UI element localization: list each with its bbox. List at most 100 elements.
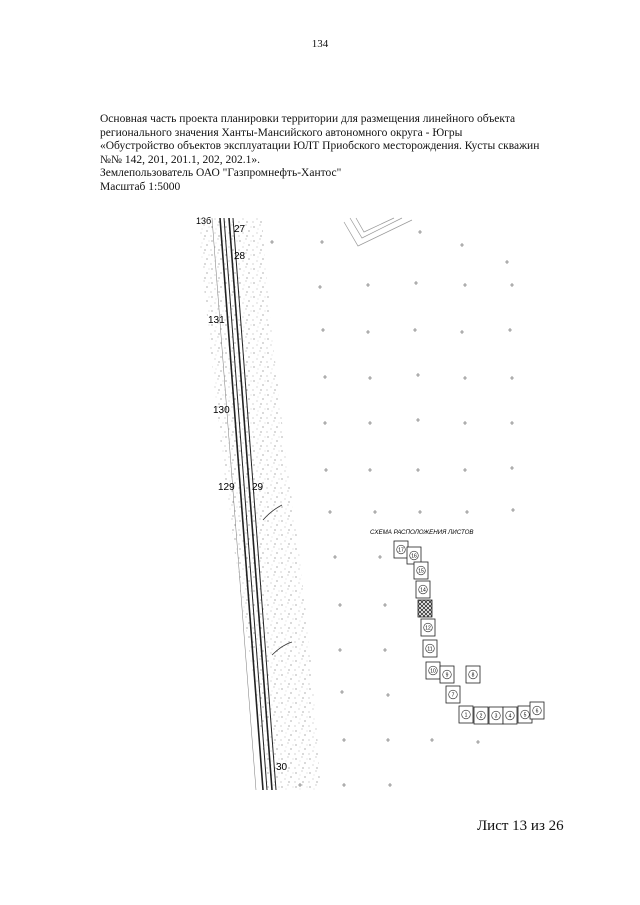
grid-cross <box>508 328 512 332</box>
sheet-number: 8 <box>472 673 475 679</box>
sheet-marker <box>476 710 486 721</box>
sheet-number: 17 <box>398 548 404 554</box>
grid-cross <box>333 555 337 559</box>
grid-cross <box>510 466 514 470</box>
grid-cross <box>460 243 464 247</box>
grid-cross <box>511 508 515 512</box>
sheet-number: 5 <box>524 713 527 719</box>
grid-cross <box>323 421 327 425</box>
grid-cross <box>386 693 390 697</box>
inset-title: СХЕМА РАСПОЛОЖЕНИЯ ЛИСТОВ <box>370 529 474 536</box>
grid-cross <box>298 783 302 787</box>
sheet-marker <box>448 689 458 700</box>
sheet-marker <box>468 669 478 680</box>
grid-cross <box>338 603 342 607</box>
header-line: «Обустройство объектов эксплуатации ЮЛТ … <box>100 140 540 153</box>
coordinate-grid <box>270 230 515 787</box>
grid-cross <box>323 375 327 379</box>
header-line: Землепользователь ОАО "Газпромнефть-Хант… <box>100 167 342 180</box>
sheet-marker <box>409 550 419 561</box>
grid-cross <box>342 738 346 742</box>
header-line: Основная часть проекта планировки террит… <box>100 113 516 125</box>
sheet-number: 3 <box>495 714 498 720</box>
sheet-marker <box>491 710 501 721</box>
sheet-marker <box>425 643 435 654</box>
picket-label: 129 <box>218 482 235 493</box>
grid-cross <box>383 603 387 607</box>
picket-label: 30 <box>276 762 288 773</box>
sheet-number: 4 <box>509 714 512 720</box>
grid-cross <box>324 468 328 472</box>
sheet-number: 16 <box>411 554 417 560</box>
sheet-number: 2 <box>480 714 483 720</box>
grid-cross <box>418 510 422 514</box>
grid-cross <box>366 283 370 287</box>
scale-label: Масштаб 1:5000 <box>100 180 181 193</box>
grid-cross <box>368 421 372 425</box>
corridor-lines <box>211 217 277 791</box>
grid-cross <box>465 510 469 514</box>
sheet-marker <box>442 669 452 680</box>
grid-cross <box>378 555 382 559</box>
sheet-number: 12 <box>425 626 431 632</box>
grid-cross <box>386 738 390 742</box>
document-header: Основная часть проекта планировки террит… <box>100 113 570 195</box>
grid-cross <box>430 738 434 742</box>
sheet-number: 15 <box>418 569 424 575</box>
sheet-marker <box>423 622 433 633</box>
vegetation-strip <box>198 218 320 790</box>
sheet-marker <box>505 710 515 721</box>
sheet-number: 7 <box>452 693 455 699</box>
sheet-marker <box>396 544 406 555</box>
sheet-number: 14 <box>420 588 426 594</box>
sheet-number: 6 <box>536 709 539 715</box>
sheet-marker <box>532 705 542 716</box>
picket-label: 130 <box>213 405 230 416</box>
grid-cross <box>463 283 467 287</box>
grid-cross <box>388 783 392 787</box>
grid-cross <box>414 281 418 285</box>
grid-cross <box>416 373 420 377</box>
grid-cross <box>510 283 514 287</box>
sheet-marker <box>520 709 530 720</box>
grid-cross <box>463 421 467 425</box>
boundary-mark <box>271 641 293 656</box>
grid-cross <box>338 648 342 652</box>
structure-outline <box>343 217 413 247</box>
grid-cross <box>418 230 422 234</box>
grid-cross <box>270 240 274 244</box>
grid-cross <box>476 740 480 744</box>
sheet-number: 1 <box>465 713 468 719</box>
sheet-tile <box>417 599 433 618</box>
boundary-mark <box>262 504 283 521</box>
header-line: №№ 142, 201, 201.1, 202, 202.1». <box>100 153 260 166</box>
sheet-marker <box>418 584 428 595</box>
grid-cross <box>340 690 344 694</box>
picket-label: 29 <box>252 482 264 493</box>
grid-cross <box>416 418 420 422</box>
grid-cross <box>463 468 467 472</box>
grid-cross <box>505 260 509 264</box>
grid-cross <box>328 510 332 514</box>
sheet-marker <box>461 709 471 720</box>
page-number: 134 <box>311 38 329 50</box>
sheet-number: 10 <box>430 669 436 675</box>
sheet-number: 11 <box>427 647 432 653</box>
grid-cross <box>510 421 514 425</box>
grid-cross <box>510 376 514 380</box>
grid-cross <box>320 240 324 244</box>
grid-cross <box>321 328 325 332</box>
picket-label: 13б <box>196 216 211 226</box>
grid-cross <box>413 328 417 332</box>
grid-cross <box>342 783 346 787</box>
grid-cross <box>366 330 370 334</box>
sheet-marker <box>416 565 426 576</box>
grid-cross <box>416 468 420 472</box>
grid-cross <box>460 330 464 334</box>
sheet-marker <box>428 665 438 676</box>
grid-cross <box>368 376 372 380</box>
grid-cross <box>383 648 387 652</box>
grid-cross <box>463 376 467 380</box>
sheet-counter: Лист 13 из 26 <box>477 818 564 834</box>
